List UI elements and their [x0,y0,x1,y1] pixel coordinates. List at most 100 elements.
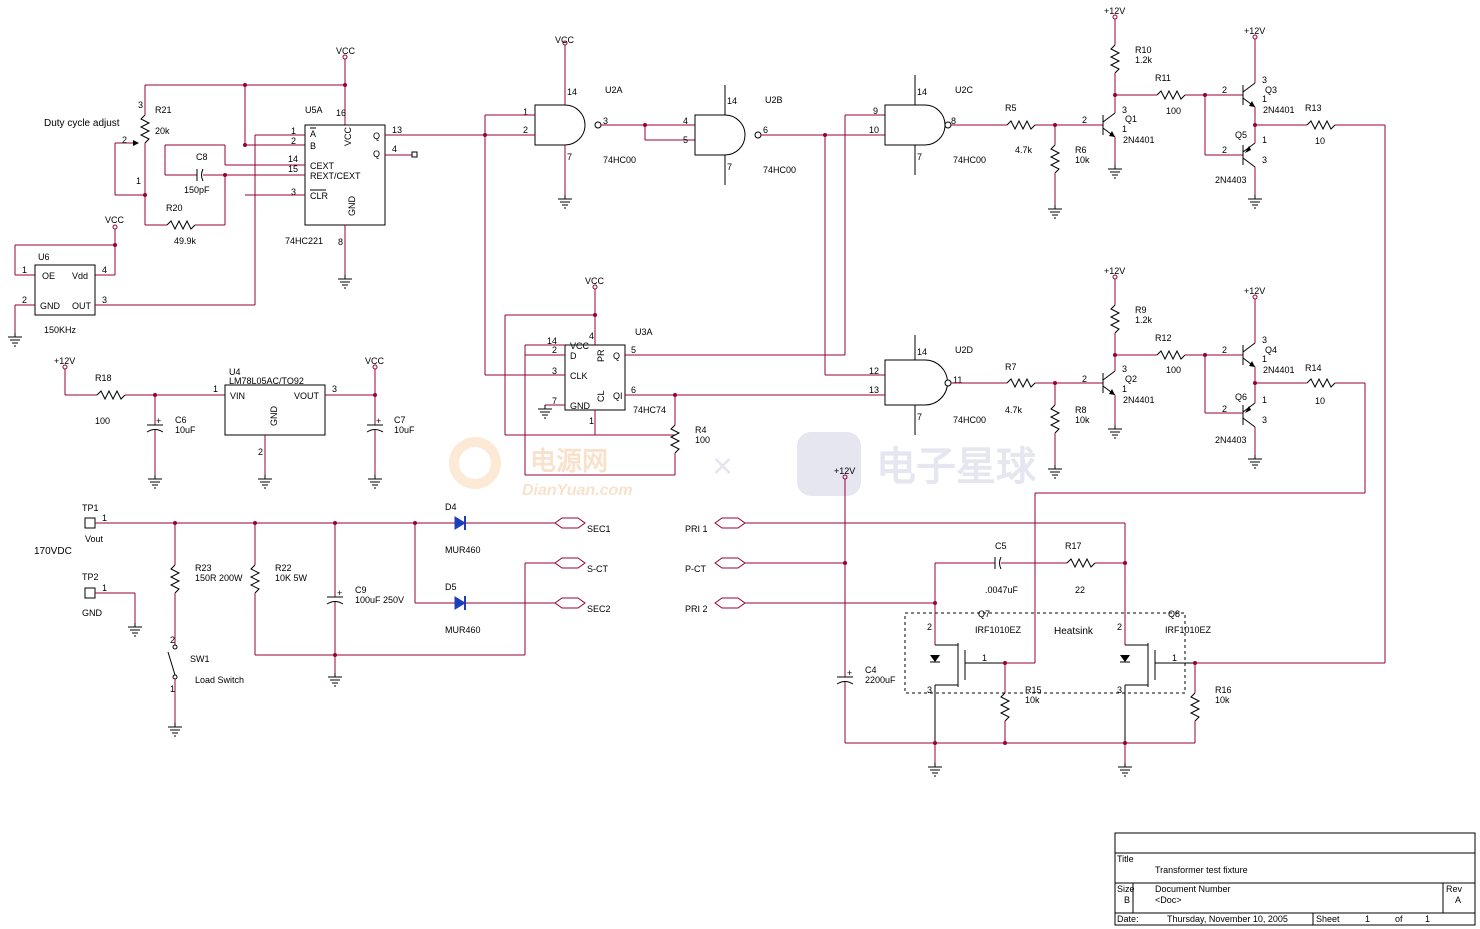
u2c-val: 74HC00 [953,155,986,165]
output-section: TP1 Vout 170VDC 1 TP2 GND 1 R23 150R 200… [34,502,611,737]
c9-val: 100uF 250V [355,595,404,605]
svg-text:8: 8 [951,116,956,126]
u2d-val: 74HC00 [953,415,986,425]
watermark-cn2: 电子星球 [876,445,1037,489]
svg-text:1: 1 [1262,354,1267,364]
svg-text:VIN: VIN [230,391,245,401]
svg-text:2: 2 [22,295,27,305]
u3a-ref: U3A [635,327,653,337]
r13-val: 10 [1315,136,1325,146]
svg-text:1: 1 [291,126,296,136]
r18-ref: R18 [95,373,112,383]
r22-val: 10K 5W [275,573,308,583]
svg-text:13: 13 [392,125,402,135]
svg-text:2: 2 [122,135,127,145]
sec2-label: SEC2 [587,604,611,614]
pri1-label: PRI 1 [685,524,708,534]
p12-label-c4: +12V [834,466,855,476]
svg-text:OE: OE [42,271,55,281]
svg-text:2: 2 [1222,404,1227,414]
svg-text:14: 14 [567,87,577,97]
svg-text:GND: GND [347,196,357,217]
d4-symbol [454,516,466,530]
svg-text:Q: Q [373,149,380,159]
c8-ref: C8 [196,152,208,162]
tp1-pad [84,517,96,529]
svg-text:QI: QI [613,391,623,401]
svg-text:REXT/CEXT: REXT/CEXT [310,171,361,181]
svg-text:14: 14 [917,87,927,97]
svg-text:6: 6 [631,385,636,395]
svg-text:VOUT: VOUT [294,391,320,401]
svg-text:OUT: OUT [72,301,92,311]
q3-val: 2N4401 [1263,105,1295,115]
svg-text:Vdd: Vdd [72,271,88,281]
watermark-cn1: 电源网 [530,446,608,476]
u2d-ref: U2D [955,345,974,355]
svg-text:3: 3 [1122,105,1127,115]
r9-val: 1.2k [1135,315,1153,325]
svg-text:9: 9 [873,106,878,116]
svg-text:D: D [570,351,577,361]
tb-title-label: Title [1117,854,1134,864]
r23-val: 150R 200W [195,573,243,583]
svg-text:+: + [847,668,852,678]
c7-ref: C7 [394,415,406,425]
q1-val: 2N4401 [1123,135,1155,145]
title-block: Title Transformer test fixture Size B Do… [1114,832,1476,926]
svg-text:7: 7 [917,152,922,162]
svg-text:VCC: VCC [570,341,590,351]
d4-val: MUR460 [445,545,481,555]
r5-ref: R5 [1005,103,1017,113]
r8-val: 10k [1075,415,1090,425]
svg-text:3: 3 [1262,335,1267,345]
svg-text:7: 7 [552,396,557,406]
heatsink-box [904,612,1186,694]
pri2-label: PRI 2 [685,604,708,614]
p12-label-q1: +12V [1104,6,1125,16]
svg-text:GND: GND [570,401,591,411]
r10-ref: R10 [1135,45,1152,55]
p12-label-u4: +12V [54,356,75,366]
p12-label-q4: +12V [1244,286,1265,296]
r15-val: 10k [1025,695,1040,705]
svg-text:2: 2 [1222,85,1227,95]
r16-ref: R16 [1215,685,1232,695]
svg-text:1: 1 [1262,135,1267,145]
svg-text:4: 4 [683,116,688,126]
svg-text:2: 2 [1222,345,1227,355]
vcc-label-u3a: VCC [585,276,605,286]
r12-ref: R12 [1155,333,1172,343]
r9-ref: R9 [1135,305,1147,315]
r10-val: 1.2k [1135,55,1153,65]
svg-text:14: 14 [917,347,927,357]
u5a-body [304,124,386,226]
svg-text:5: 5 [631,345,636,355]
c8-val: 150pF [184,185,210,195]
c4-val: 2200uF [865,675,896,685]
q2-val: 2N4401 [1123,395,1155,405]
r7-ref: R7 [1005,362,1017,372]
svg-text:VCC: VCC [343,126,353,146]
tp2-ref: TP2 [82,572,99,582]
tp1-val: Vout [85,534,104,544]
r8-ref: R8 [1075,405,1087,415]
svg-text:+: + [156,416,161,426]
primary-section: PRI 1 P-CT PRI 2 +12V + C4 2200uF C5 .00… [685,466,1232,777]
svg-text:3: 3 [927,685,932,695]
svg-text:1: 1 [1172,653,1177,663]
u5a-ref: U5A [305,105,323,115]
r7-val: 4.7k [1005,405,1023,415]
svg-text:7: 7 [567,152,572,162]
svg-text:8: 8 [338,237,343,247]
tp2-val: GND [82,608,103,618]
svg-text:+: + [337,588,342,598]
svg-text:CEXT: CEXT [310,161,335,171]
svg-text:3: 3 [138,100,143,110]
vcc-label-u4: VCC [365,356,385,366]
tb-size: B [1124,895,1130,905]
u3a-val: 74HC74 [633,405,666,415]
q1-ref: Q1 [1125,114,1137,124]
q7-ref: Q7 [978,609,990,619]
c7-val: 10uF [394,425,415,435]
